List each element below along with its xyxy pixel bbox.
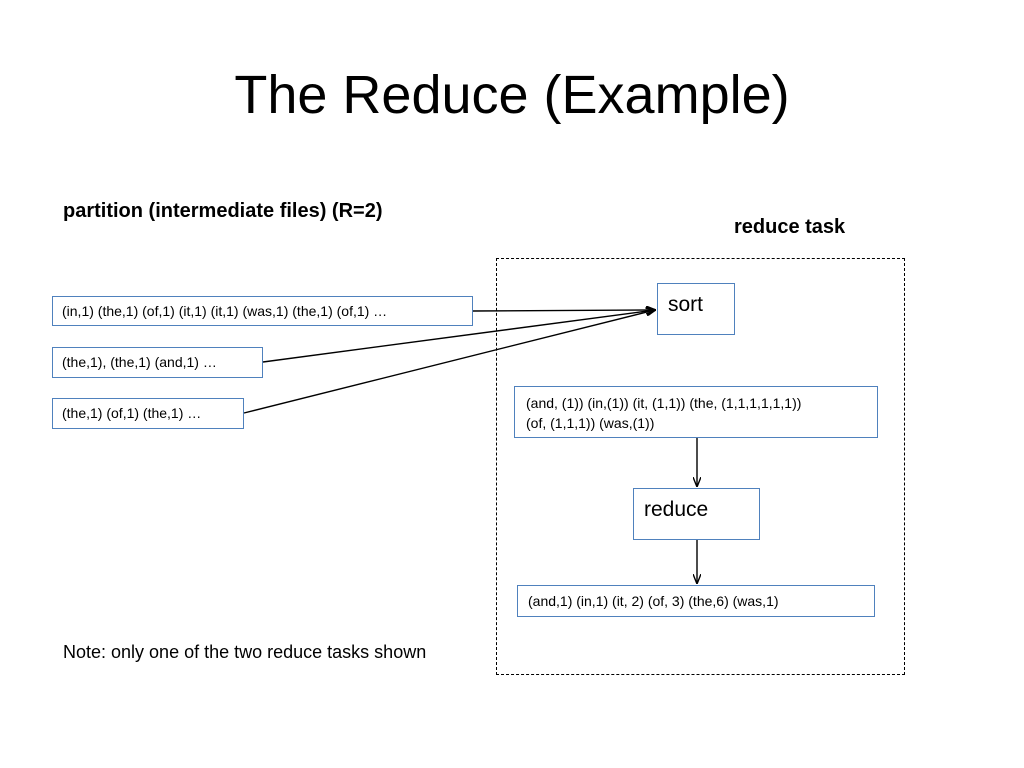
sort-box: sort: [657, 283, 735, 335]
reduce-box: reduce: [633, 488, 760, 540]
footnote: Note: only one of the two reduce tasks s…: [63, 642, 427, 662]
partition-file-2: (the,1), (the,1) (and,1) …: [52, 347, 263, 378]
reduce-task-heading: reduce task: [734, 216, 846, 238]
partition-file-1: (in,1) (the,1) (of,1) (it,1) (it,1) (was…: [52, 296, 473, 326]
partition-file-3: (the,1) (of,1) (the,1) …: [52, 398, 244, 429]
reduce-output-box: (and,1) (in,1) (it, 2) (of, 3) (the,6) (…: [517, 585, 875, 617]
reduce-task-region: [496, 258, 905, 675]
slide-title: The Reduce (Example): [234, 65, 790, 125]
grouped-values-line-2: (of, (1,1,1)) (was,(1)): [526, 415, 655, 431]
grouped-values-box: (and, (1)) (in,(1)) (it, (1,1)) (the, (1…: [514, 386, 878, 438]
partition-heading: partition (intermediate files) (R=2): [63, 200, 383, 222]
grouped-values-line-1: (and, (1)) (in,(1)) (it, (1,1)) (the, (1…: [526, 395, 802, 411]
